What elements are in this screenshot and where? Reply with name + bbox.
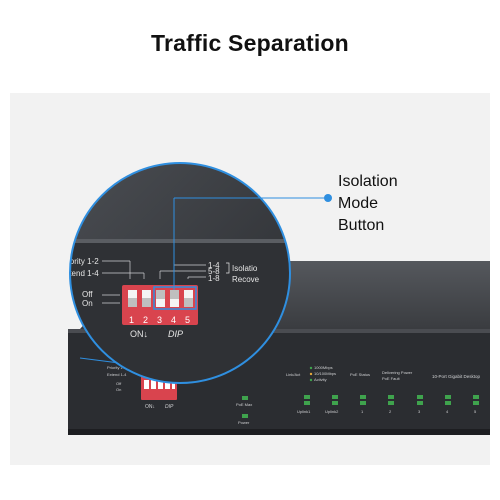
zoom-switch-4: 4: [171, 315, 176, 325]
zoom-label-off: Off: [82, 290, 93, 299]
zoom-label-recovery: Recove: [232, 275, 260, 284]
port-4-label: 4: [446, 409, 449, 414]
zoom-label-isolation: Isolatio: [232, 264, 258, 273]
zoom-label-1-8: 1-8: [208, 274, 220, 283]
poe-fault-label: PoE Fault: [382, 376, 400, 381]
uplink2-label: Uplink2: [325, 409, 339, 414]
front-label-extend: Extend 1-4: [107, 372, 127, 377]
zoom-on-mark: ON↓: [130, 329, 148, 339]
switch-illustration: Priority 1-2 Extend 1-4 Off On 5-8 5-8 1…: [60, 162, 490, 435]
model-label: 10-Port Gigabit Desktop: [432, 374, 481, 379]
activity-label: Activity: [314, 377, 327, 382]
delivering-power-label: Delivering Power: [382, 370, 413, 375]
front-on-mark: ON↓: [145, 404, 155, 410]
front-label-on: On: [116, 387, 121, 392]
front-label-priority: Priority 1-2: [107, 365, 127, 370]
callout-line-2: Mode: [338, 195, 379, 212]
zoom-switch-3: 3: [157, 315, 162, 325]
poe-status-label: PoE Status: [350, 372, 370, 377]
port-leds: [304, 395, 479, 405]
port-3-label: 3: [418, 409, 421, 414]
zoom-label-5-8: 5-8: [208, 267, 220, 276]
power-led: [242, 414, 248, 418]
zoom-lens-border: [69, 162, 291, 384]
zoom-label-priority: Priority 1-2: [60, 257, 99, 266]
link-act-label: Link/Act: [286, 372, 301, 377]
callout-dot: [324, 194, 332, 202]
zoom-label-1-4: 1-4: [208, 261, 220, 270]
callout-text: Isolation Mode Button: [338, 171, 398, 237]
product-photo: Priority 1-2 Extend 1-4 Off On 5-8 5-8 1…: [10, 93, 490, 465]
poe-max-label: PoE Max: [236, 402, 252, 407]
zoom-switch-1: 1: [129, 315, 134, 325]
port-2-label: 2: [389, 409, 392, 414]
page-title: Traffic Separation: [151, 30, 349, 56]
zoom-lens: Priority 1-2 Extend 1-4 Off On 1-4 5-8 1…: [60, 163, 290, 383]
zoom-switch-2: 2: [143, 315, 148, 325]
callout-line-1: Isolation: [338, 173, 398, 190]
zoom-switch-5: 5: [185, 315, 190, 325]
speed-1000-label: 1000Mbps: [314, 365, 333, 370]
poe-max-led: [242, 396, 248, 400]
zoom-dip-mark: DIP: [168, 329, 183, 339]
callout-line-3: Button: [338, 217, 385, 234]
uplink1-label: Uplink1: [297, 409, 311, 414]
speed-10-100-label: 10/100Mbps: [314, 371, 336, 376]
port-1-label: 1: [361, 409, 364, 414]
zoom-label-extend: Extend 1-4: [60, 269, 99, 278]
front-dip-mark: DIP: [165, 404, 174, 410]
power-label: Power: [238, 420, 250, 425]
zoom-label-on: On: [82, 299, 93, 308]
port-5-label: 5: [474, 409, 477, 414]
front-label-off: Off: [116, 381, 122, 386]
